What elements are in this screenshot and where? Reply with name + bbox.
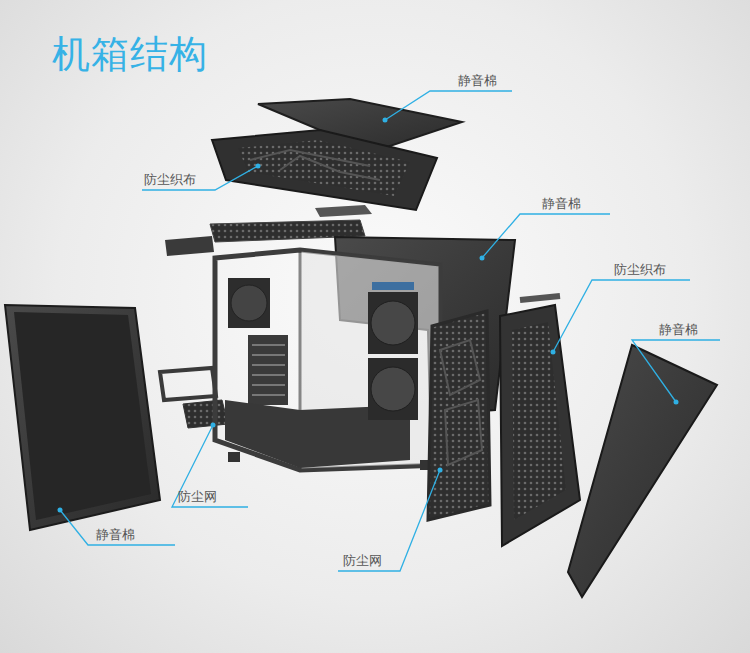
front-panel-shape xyxy=(500,305,580,546)
leader-line xyxy=(60,510,175,545)
part-label: 防尘织布 xyxy=(144,172,196,187)
part-label: 静音棉 xyxy=(659,322,698,337)
slot-lines xyxy=(252,345,285,395)
cover-shape xyxy=(212,130,437,210)
cover-ribs xyxy=(250,150,380,180)
front-panel xyxy=(500,296,580,546)
leader-line xyxy=(385,91,512,120)
page-title: 机箱结构 xyxy=(52,32,208,76)
expansion-slots xyxy=(248,335,288,405)
leader-line xyxy=(553,280,690,352)
left-side-panel xyxy=(5,305,160,530)
small-plate xyxy=(315,205,372,217)
front-fan-2 xyxy=(368,358,418,420)
part-label: 静音棉 xyxy=(458,73,497,88)
front-dust-filter xyxy=(428,311,490,520)
leader-dot xyxy=(211,423,216,428)
leader-dot xyxy=(438,468,443,473)
leader-line xyxy=(142,166,258,190)
foot xyxy=(228,452,240,462)
panel-shape xyxy=(5,305,160,530)
foam-shape xyxy=(14,312,151,520)
small-bracket xyxy=(165,236,214,256)
front-fan-1 xyxy=(368,292,418,354)
part-label: 静音棉 xyxy=(96,527,135,542)
io-ports xyxy=(372,282,414,290)
leader-dot xyxy=(256,164,261,169)
front-panel-mesh xyxy=(512,322,566,520)
chassis-frame xyxy=(215,250,440,470)
leader-dot xyxy=(383,118,388,123)
cover-mesh xyxy=(238,140,410,196)
leader-dot xyxy=(480,256,485,261)
fan-blades xyxy=(231,285,267,321)
part-label: 静音棉 xyxy=(542,196,581,211)
part-label: 防尘网 xyxy=(343,553,382,568)
part-label: 防尘网 xyxy=(178,489,217,504)
part-label: 防尘织布 xyxy=(614,262,666,277)
leader-line xyxy=(482,214,610,258)
leader-line xyxy=(338,470,440,571)
chassis xyxy=(215,250,440,470)
filter-pattern xyxy=(440,340,482,465)
bottom-filter xyxy=(183,400,228,428)
top-dust-cover xyxy=(212,130,437,210)
leader-dot xyxy=(58,508,63,513)
leader-dot xyxy=(674,400,679,405)
front-top-vents xyxy=(520,296,560,300)
leader-lines xyxy=(60,91,720,571)
leader-line xyxy=(632,340,720,402)
fan-blades xyxy=(371,301,415,345)
leader-line xyxy=(172,425,248,507)
leader-dot xyxy=(551,350,556,355)
fan-blades xyxy=(371,367,415,411)
front-foam-panel xyxy=(568,345,717,597)
rear-fan xyxy=(228,278,270,328)
leader-dots xyxy=(58,118,679,513)
psu-bracket xyxy=(160,368,216,400)
